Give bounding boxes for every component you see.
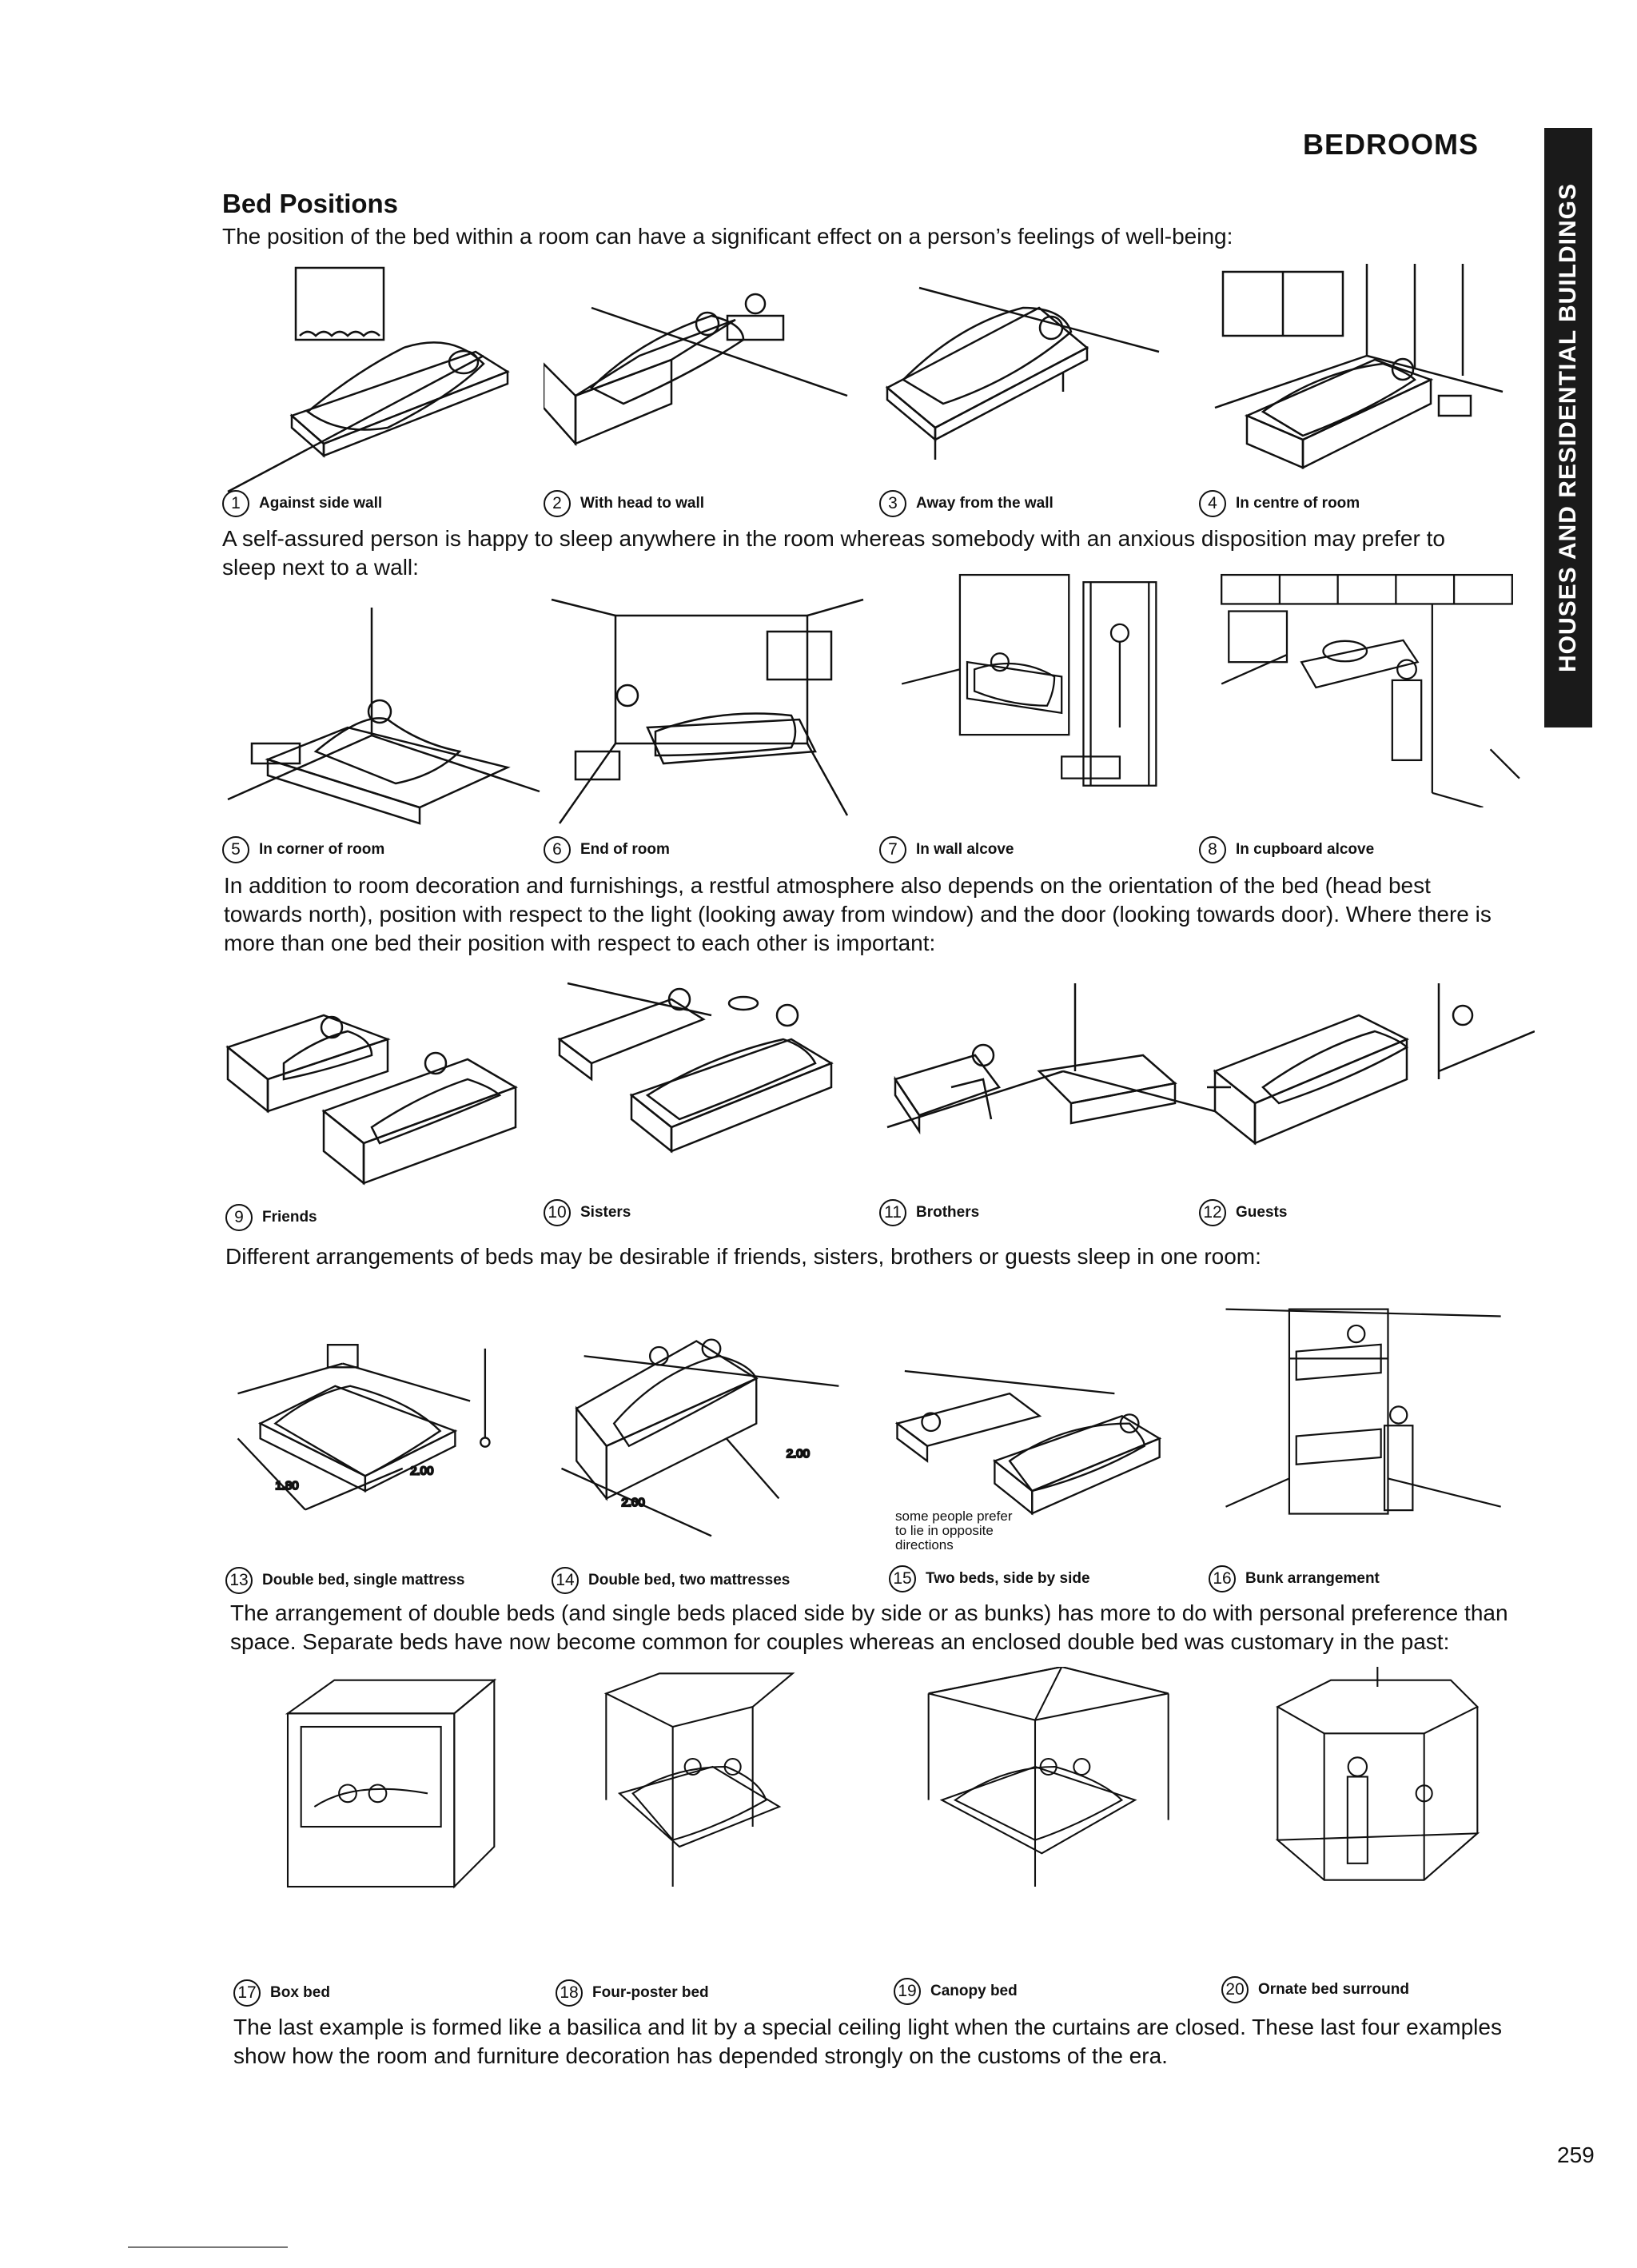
figure-19-drawing — [887, 1667, 1223, 1907]
dim-13-length: 2.00 — [410, 1464, 433, 1477]
dim-14-width: 2.00 — [622, 1496, 645, 1509]
figure-7-drawing — [879, 568, 1215, 807]
figure-1-drawing — [220, 260, 556, 500]
figure-13-drawing: 1.80 2.00 — [220, 1311, 556, 1551]
figure-10-drawing — [544, 967, 879, 1207]
figure-5-drawing — [220, 592, 556, 831]
section-title: BEDROOMS — [1303, 128, 1479, 161]
figure-11-drawing — [879, 967, 1215, 1207]
fig-15-note: some people prefer to lie in opposite di… — [895, 1509, 1015, 1553]
figure-3-drawing — [879, 260, 1215, 500]
page-number: 259 — [1557, 2142, 1595, 2168]
paragraph-3: In addition to room decoration and furni… — [224, 871, 1503, 958]
figure-4-drawing — [1199, 248, 1535, 488]
paragraph-6: The last example is formed like a basili… — [233, 2013, 1512, 2071]
figure-20-drawing — [1223, 1667, 1559, 1907]
figure-8-drawing — [1199, 568, 1535, 807]
figure-16-drawing — [1199, 1295, 1535, 1535]
footer-rule — [128, 2246, 288, 2248]
figure-18-drawing — [552, 1667, 887, 1907]
side-tab: HOUSES AND RESIDENTIAL BUILDINGS — [1544, 128, 1592, 727]
paragraph-1: The position of the bed within a room ca… — [222, 222, 1501, 251]
paragraph-5: The arrangement of double beds (and sing… — [230, 1599, 1509, 1656]
figure-17-drawing — [240, 1667, 576, 1907]
paragraph-4: Different arrangements of beds may be de… — [225, 1242, 1504, 1271]
page-heading: Bed Positions — [222, 189, 398, 219]
dim-14-length: 2.00 — [787, 1447, 810, 1461]
side-tab-label: HOUSES AND RESIDENTIAL BUILDINGS — [1555, 183, 1582, 672]
figure-6-drawing — [544, 592, 879, 831]
dim-13-width: 1.80 — [275, 1479, 298, 1493]
figure-12-drawing — [1199, 967, 1535, 1207]
figure-9-drawing — [220, 967, 556, 1207]
figure-14-drawing: 2.00 2.00 — [544, 1311, 879, 1551]
figure-2-drawing — [544, 260, 879, 500]
